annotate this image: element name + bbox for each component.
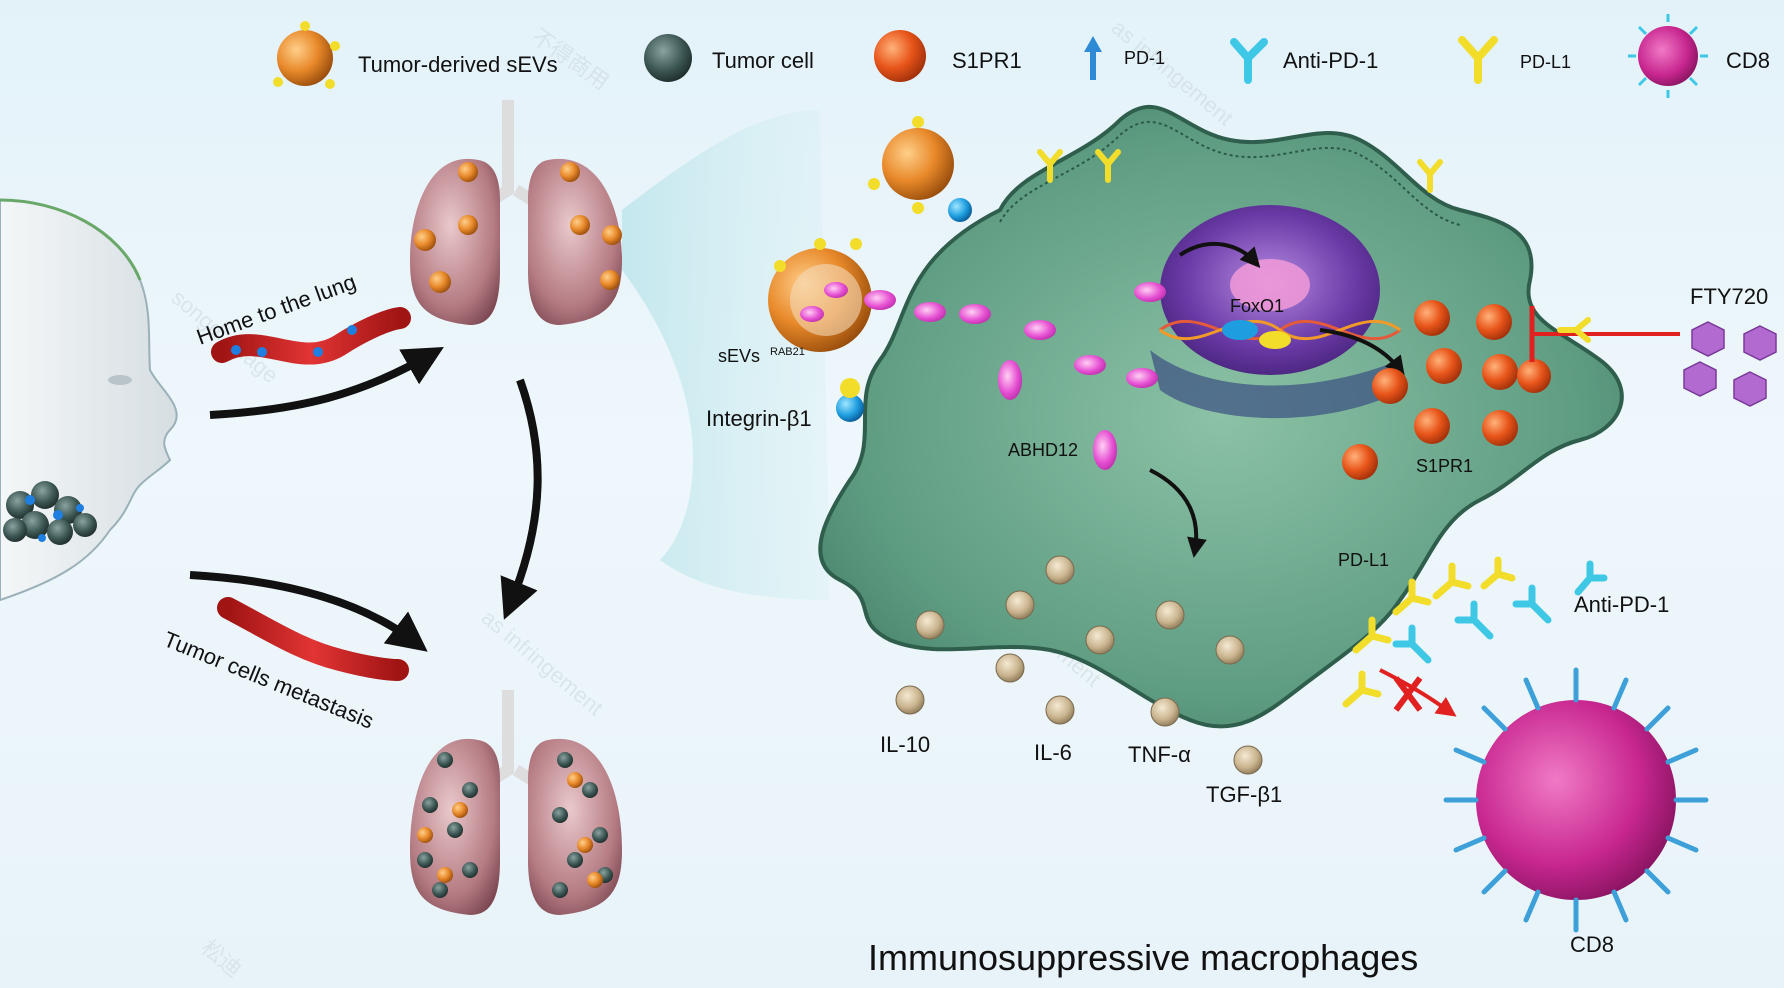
legend-label: CD8: [1726, 48, 1770, 73]
foxo1-label: FoxO1: [1230, 296, 1284, 316]
abhd12-label: ABHD12: [1008, 440, 1078, 460]
cytokine-tnfa-label: TNF-α: [1128, 742, 1191, 767]
legend-label: Tumor cell: [712, 48, 814, 73]
pd1-receptor-icon: [1084, 36, 1102, 80]
lung-bottom: [410, 690, 622, 915]
abhd12-vesicles: [864, 282, 1166, 470]
legend-label: Tumor-derived sEVs: [358, 52, 558, 77]
arrow-home-to-lung: [209, 347, 444, 419]
sevs-superscript: RAB21: [770, 346, 805, 358]
blocked-interaction: [1379, 668, 1457, 717]
arrow-metastasis: [189, 571, 428, 652]
arrow-abhd12-to-cytokines: [1149, 468, 1207, 558]
legend-item-s1pr1: S1PR1: [874, 30, 1022, 82]
sevs-rab21: sEVs RAB21 Integrin-β1: [706, 238, 872, 431]
pdl1-label: PD-L1: [1338, 550, 1389, 570]
anti-pd1-bottom: [1392, 560, 1608, 664]
pdl1-surface: [1037, 149, 1591, 343]
pdl1-ligand-icon: [1458, 36, 1498, 84]
svg-text:as infringement: as infringement: [477, 605, 608, 721]
integrin-label: Integrin-β1: [706, 406, 812, 431]
floating-sev: [868, 116, 972, 222]
cytokine-il10-label: IL-10: [880, 732, 930, 757]
tumor-metastasis-label: Tumor cells metastasis: [160, 626, 377, 733]
vessel-bottom: Tumor cells metastasis: [160, 571, 428, 734]
cytokine-il6-label: IL-6: [1034, 740, 1072, 765]
integrin-receptor: [836, 394, 864, 422]
cytokines: [895, 555, 1263, 775]
arrow-foxo1-to-s1pr1: [1319, 328, 1405, 377]
legend-label: Anti-PD-1: [1283, 48, 1378, 73]
pdl1-bottom: [1342, 556, 1516, 708]
vessel-top: Home to the lung: [193, 269, 444, 419]
svg-text:松迪: 松迪: [197, 935, 247, 982]
legend-item-anti-pd1: Anti-PD-1: [1230, 38, 1378, 84]
legend-label: S1PR1: [952, 48, 1022, 73]
lung-top: [410, 100, 622, 325]
anti-pd1-label: Anti-PD-1: [1574, 592, 1669, 617]
legend-item-cd8: CD8: [1628, 14, 1770, 98]
tumor-cell-icon: [644, 34, 692, 82]
macrophage-cell: [818, 105, 1624, 729]
orange-sphere-icon: [874, 30, 926, 82]
arrow-lung-to-lung: [500, 378, 542, 620]
legend-item-pd1: PD-1: [1084, 36, 1165, 80]
legend-item-tumor-cell: Tumor cell: [644, 34, 814, 82]
fty720-inhibition: FTY720: [1529, 284, 1777, 407]
sevs-label: sEVs: [718, 346, 760, 366]
cytokine-tgfb1-label: TGF-β1: [1206, 782, 1282, 807]
antibody-icon: [1230, 38, 1268, 84]
cd8-tcell: CD8: [1443, 667, 1709, 957]
cd8-cell-icon: [1638, 26, 1698, 86]
head-profile: [0, 198, 178, 602]
arrow-to-nucleus: [1178, 241, 1261, 268]
cd8-label: CD8: [1570, 932, 1614, 957]
fty720-molecules: [1683, 321, 1777, 407]
legend-item-pdl1: PD-L1: [1458, 36, 1571, 84]
fty720-label: FTY720: [1690, 284, 1768, 309]
legend-label: PD-L1: [1520, 52, 1571, 72]
orange-vesicle-icon: [277, 30, 333, 86]
legend: Tumor-derived sEVs Tumor cell S1PR1 PD-1…: [273, 14, 1770, 98]
s1pr1-label: S1PR1: [1416, 456, 1473, 476]
s1pr1-cluster: [1342, 300, 1551, 480]
legend-item-sevs: Tumor-derived sEVs: [273, 21, 558, 89]
legend-label: PD-1: [1124, 48, 1165, 68]
zoom-beam: [622, 110, 830, 600]
diagram-title: Immunosuppressive macrophages: [868, 937, 1418, 978]
